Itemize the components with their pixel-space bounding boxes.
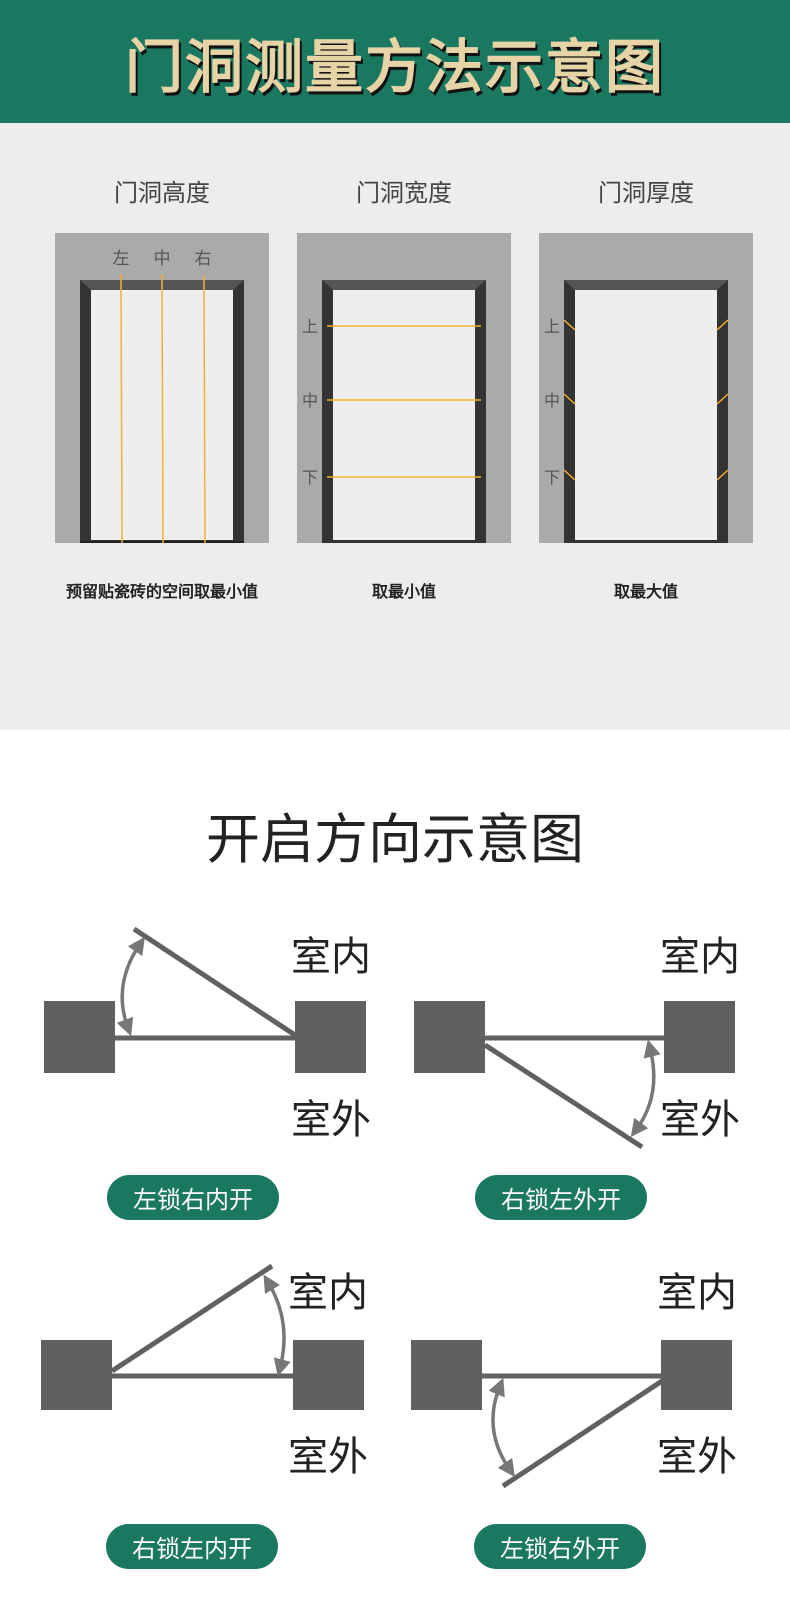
mark-left: 左 bbox=[113, 249, 130, 269]
header: 门洞测量方法示意图 bbox=[0, 0, 790, 123]
mark-bottom: 下 bbox=[544, 468, 560, 487]
opening-diagram-2: 室内 室外 bbox=[414, 934, 740, 1150]
label-outside: 室外 bbox=[657, 1434, 737, 1480]
mark-top: 上 bbox=[302, 317, 318, 336]
label-inside: 室内 bbox=[291, 934, 371, 980]
label-outside: 室外 bbox=[291, 1097, 371, 1143]
panel-title-height: 门洞高度 bbox=[114, 179, 210, 207]
opening-title: 开启方向示意图 bbox=[206, 808, 584, 871]
caption-width: 取最小值 bbox=[371, 582, 436, 601]
label-inside: 室内 bbox=[657, 1270, 737, 1316]
label-outside: 室外 bbox=[288, 1434, 368, 1480]
mark-middle: 中 bbox=[302, 391, 318, 410]
mark-top: 上 bbox=[544, 317, 560, 336]
mark-bottom: 下 bbox=[302, 468, 318, 487]
opening-diagram-3: 室内 室外 bbox=[41, 1263, 368, 1480]
label-inside: 室内 bbox=[288, 1270, 368, 1316]
panel-title-width: 门洞宽度 bbox=[356, 179, 452, 207]
opening-diagram-4: 室内 室外 bbox=[411, 1270, 737, 1489]
label-inside: 室内 bbox=[660, 934, 740, 980]
caption-height: 预留贴瓷砖的空间取最小值 bbox=[65, 582, 258, 601]
mark-right: 右 bbox=[195, 249, 212, 269]
page-title: 门洞测量方法示意图 bbox=[124, 32, 665, 101]
caption-thickness: 取最大值 bbox=[613, 582, 678, 601]
label-outside: 室外 bbox=[660, 1097, 740, 1143]
badge-left-lock-right-inward: 左锁右内开 bbox=[107, 1175, 279, 1220]
badge-right-lock-left-inward: 右锁左内开 bbox=[106, 1524, 278, 1569]
mark-center: 中 bbox=[154, 249, 171, 269]
door-height-diagram: 左 中 右 bbox=[55, 233, 269, 544]
panel-title-thickness: 门洞厚度 bbox=[598, 179, 694, 207]
badge-right-lock-left-outward: 右锁左外开 bbox=[475, 1175, 647, 1220]
door-width-diagram: 上 中 下 bbox=[297, 233, 511, 543]
opening-diagram-1: 室内 室外 bbox=[44, 926, 371, 1143]
badge-left-lock-right-outward: 左锁右外开 bbox=[474, 1524, 646, 1569]
mark-middle: 中 bbox=[544, 391, 560, 410]
door-thickness-diagram: 上 中 下 bbox=[539, 233, 753, 543]
